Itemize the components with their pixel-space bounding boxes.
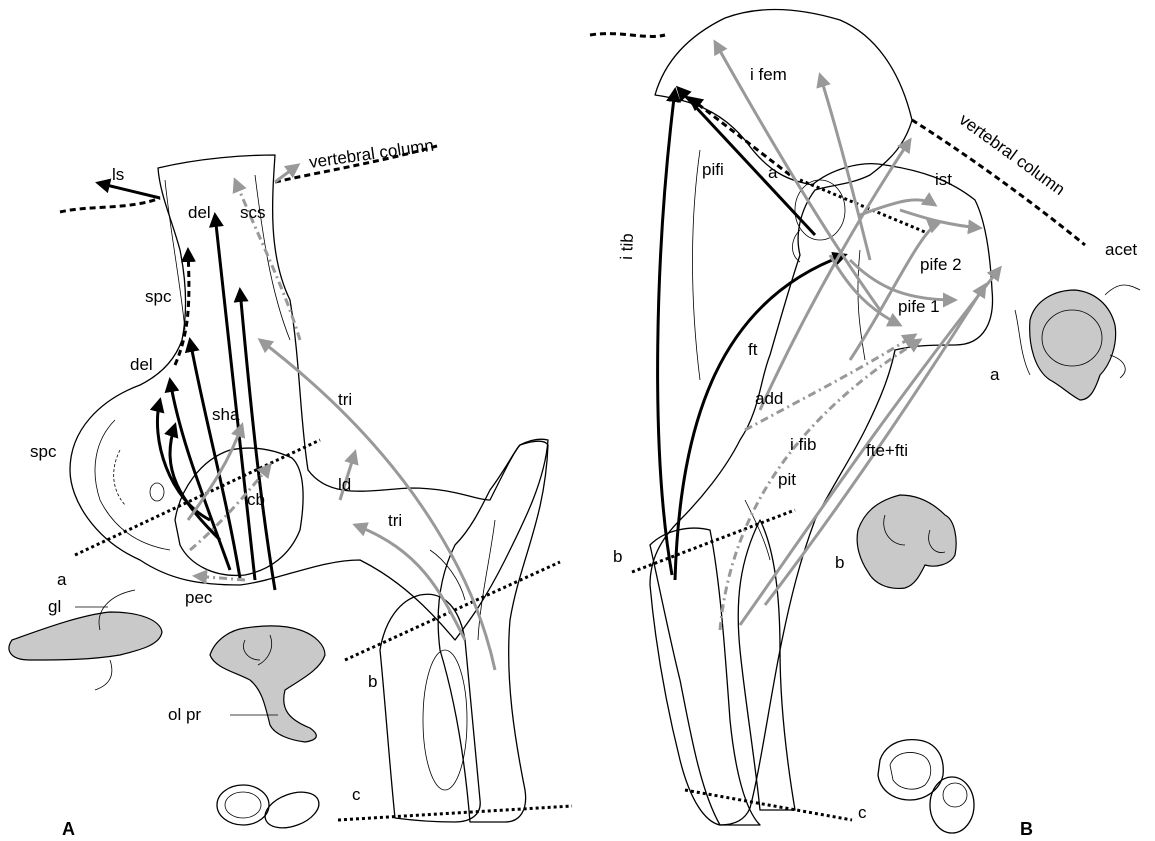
label-acet: acet xyxy=(1105,240,1137,259)
label-pife2: pife 2 xyxy=(920,255,962,274)
label-tri-upper: tri xyxy=(338,390,352,409)
label-tri-lower: tri xyxy=(388,511,402,530)
label-gl: gl xyxy=(48,597,61,616)
label-pifi: pifi xyxy=(702,160,724,179)
scapula-outline xyxy=(70,155,548,640)
label-i-fib: i fib xyxy=(790,435,816,454)
label-section-c: c xyxy=(352,785,361,804)
olecranon-bone xyxy=(438,441,548,822)
label-vertebral-column-b: vertebral column xyxy=(956,110,1069,199)
label-section-a: a xyxy=(57,570,67,589)
label-vertebral-column-a: vertebral column xyxy=(308,136,435,172)
label-section-c: c xyxy=(858,803,867,822)
label-ft: ft xyxy=(748,340,758,359)
label-spc-upper: spc xyxy=(145,287,172,306)
fibula xyxy=(738,520,795,810)
labels-b: i fem vertebral column pifi a ist i tib … xyxy=(613,65,1137,839)
labels-a: ls vertebral column del scs spc del spc … xyxy=(30,136,435,839)
knee-section xyxy=(857,495,956,588)
label-i-fem: i fem xyxy=(750,65,787,84)
label-section-b: b xyxy=(613,547,622,566)
label-scs: scs xyxy=(240,203,266,222)
panel-label-b: B xyxy=(1020,819,1033,839)
label-ol-pr: ol pr xyxy=(168,705,201,724)
label-section-a-top: a xyxy=(768,163,778,182)
label-section-b-cs: b xyxy=(835,553,844,572)
label-sha: sha xyxy=(212,405,240,424)
panel-a-drawing xyxy=(9,145,572,835)
label-add: add xyxy=(755,389,783,408)
forearm-bone xyxy=(380,594,480,822)
label-section-a-right: a xyxy=(990,365,1000,384)
label-ist: ist xyxy=(935,170,952,189)
panel-label-a: A xyxy=(62,819,75,839)
label-pec: pec xyxy=(185,588,213,607)
label-ls: ls xyxy=(112,165,124,184)
label-fte-fti: fte+fti xyxy=(866,441,908,460)
olecranon-section xyxy=(210,626,325,742)
label-i-tib: i tib xyxy=(617,233,637,260)
label-cb: cb xyxy=(247,490,265,509)
label-ld: ld xyxy=(338,475,351,494)
label-pife1: pife 1 xyxy=(898,297,940,316)
glenoid-section xyxy=(9,612,162,660)
label-section-b: b xyxy=(368,672,377,691)
label-del-top: del xyxy=(188,203,211,222)
label-spc-left: spc xyxy=(30,442,57,461)
label-del-mid: del xyxy=(130,355,153,374)
panel-b-drawing xyxy=(590,10,1140,833)
label-pit: pit xyxy=(778,470,796,489)
